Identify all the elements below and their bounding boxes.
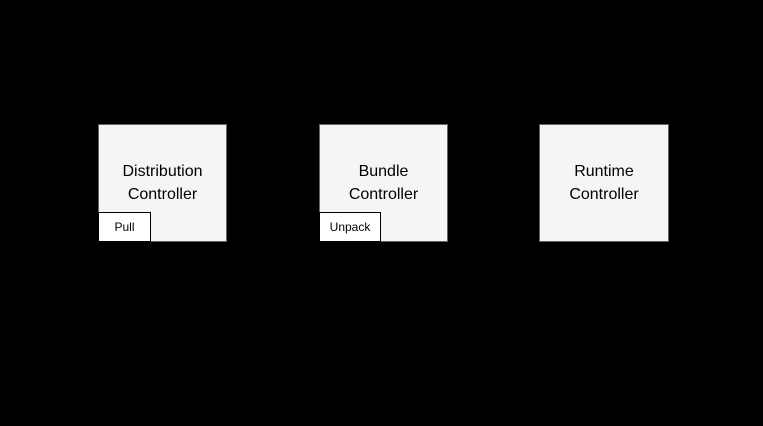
bundle-controller-node: Bundle Controller Unpack [319,124,448,242]
runtime-controller-label: Runtime Controller [569,163,639,203]
bundle-controller-label: Bundle Controller [348,163,419,203]
pull-badge-label: Pull [114,220,135,234]
unpack-badge: Unpack [319,212,381,242]
unpack-badge-label: Unpack [329,220,371,234]
distribution-controller-label: Distribution Controller [122,163,203,203]
distribution-controller-node: Distribution Controller Pull [98,124,227,242]
runtime-controller-node: Runtime Controller [539,124,669,242]
pull-badge: Pull [98,212,151,242]
